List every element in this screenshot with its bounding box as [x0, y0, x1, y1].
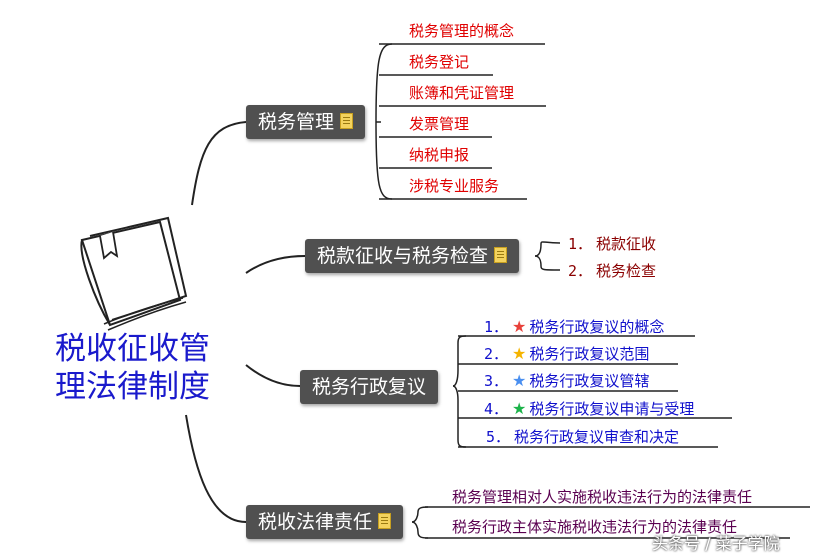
tax-admin-item[interactable]: 发票管理 [409, 115, 470, 133]
item-number: 3． [484, 372, 509, 390]
review-item[interactable]: 4．★税务行政复议申请与受理 [484, 398, 694, 419]
liability-item[interactable]: 税务管理相对人实施税收违法行为的法律责任 [452, 488, 753, 506]
tax-admin-item[interactable]: 税务管理的概念 [409, 22, 515, 40]
collection-item[interactable]: 2．税务检查 [568, 260, 656, 281]
branch-liability-label: 税收法律责任 [258, 511, 373, 533]
item-text: 税务行政复议的概念 [529, 318, 665, 336]
item-number: 2． [484, 345, 509, 363]
item-text: 税务行政复议管辖 [529, 372, 650, 390]
item-number: 4． [484, 400, 509, 418]
green-star-icon: ★ [512, 399, 527, 418]
review-item[interactable]: 3．★税务行政复议管辖 [484, 370, 649, 391]
tax-admin-item[interactable]: 账簿和凭证管理 [409, 84, 515, 102]
red-star-icon: ★ [512, 317, 527, 336]
watermark: 头条号 / 菜子学院 [652, 534, 780, 553]
collection-item[interactable]: 1．税款征收 [568, 233, 656, 254]
book-icon [80, 216, 188, 331]
note-icon [378, 512, 392, 529]
item-number: 1． [568, 235, 593, 253]
note-icon [340, 112, 354, 129]
tax-admin-item[interactable]: 涉税专业服务 [409, 177, 500, 195]
note-icon [494, 246, 508, 263]
branch-tax-admin[interactable]: 税务管理 [246, 105, 366, 139]
blue-star-icon: ★ [512, 371, 527, 390]
branch-liability[interactable]: 税收法律责任 [246, 505, 404, 539]
item-number: 2． [568, 262, 593, 280]
branch-review-label: 税务行政复议 [312, 376, 427, 398]
item-number: 1． [484, 318, 509, 336]
item-text: 税务行政复议审查和决定 [514, 428, 680, 446]
item-text: 税务检查 [596, 262, 657, 280]
tax-admin-item[interactable]: 纳税申报 [409, 146, 470, 164]
review-item[interactable]: 5．税务行政复议审查和决定 [486, 426, 679, 447]
item-text: 税务行政复议范围 [529, 345, 650, 363]
item-text: 税务行政复议申请与受理 [529, 400, 695, 418]
yellow-star-icon: ★ [512, 344, 527, 363]
review-item[interactable]: 1．★税务行政复议的概念 [484, 316, 664, 337]
liability-item[interactable]: 税务行政主体实施税收违法行为的法律责任 [452, 518, 738, 536]
branch-collection[interactable]: 税款征收与税务检查 [305, 239, 520, 273]
branch-collection-label: 税款征收与税务检查 [317, 245, 489, 267]
item-number: 5． [486, 428, 511, 446]
item-text: 税款征收 [596, 235, 657, 253]
branch-review[interactable]: 税务行政复议 [300, 370, 439, 404]
review-item[interactable]: 2．★税务行政复议范围 [484, 343, 649, 364]
root-title: 税收征收管理法律制度 [55, 331, 210, 405]
tax-admin-item[interactable]: 税务登记 [409, 53, 470, 71]
branch-tax-admin-label: 税务管理 [258, 111, 335, 133]
